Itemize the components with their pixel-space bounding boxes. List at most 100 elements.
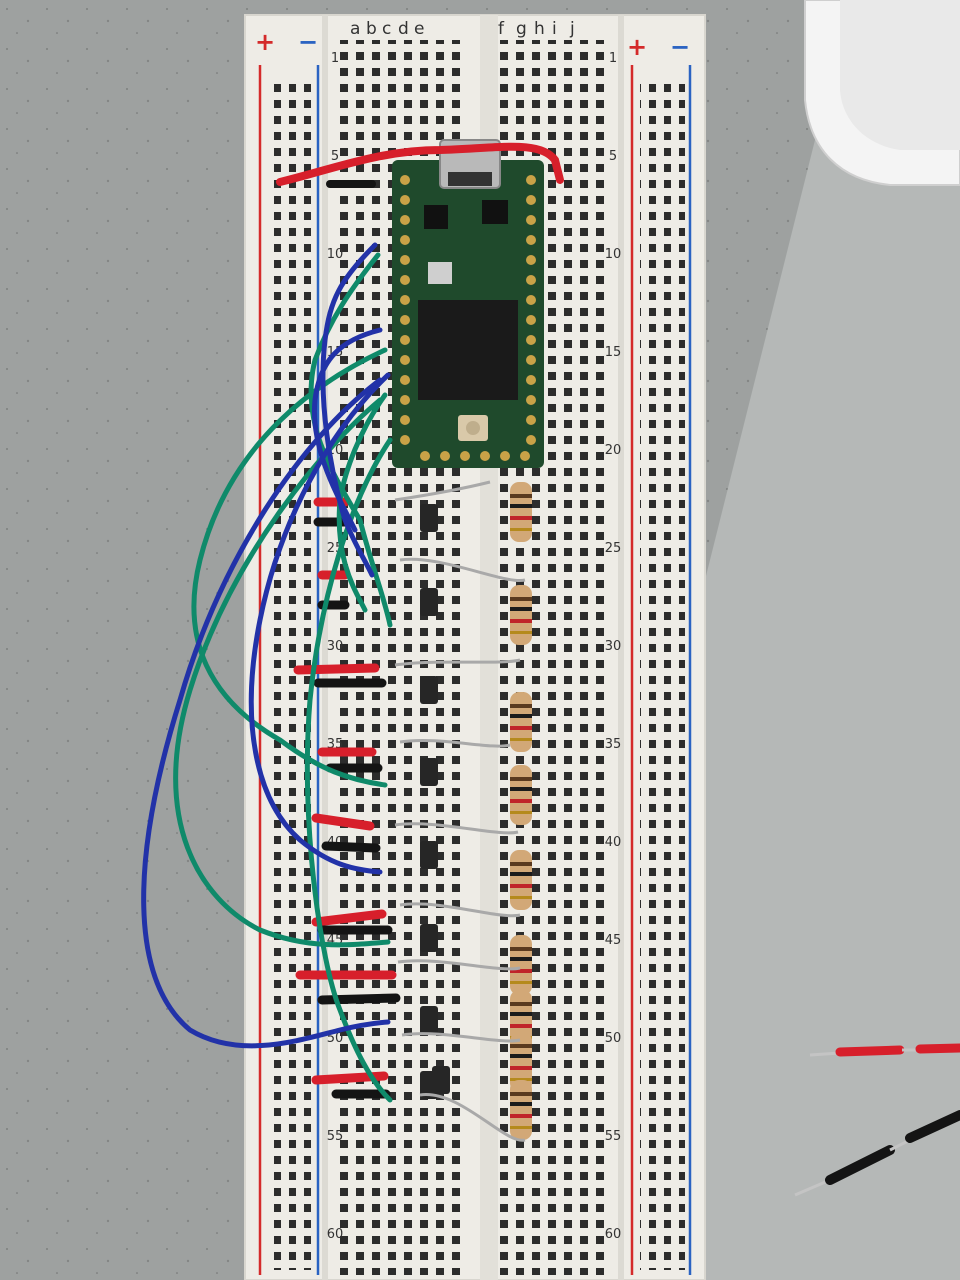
pin-header: [526, 395, 536, 405]
red-jumper-wire: [311, 813, 375, 831]
column-letter: a: [350, 19, 360, 39]
row-number: 55: [605, 1129, 622, 1144]
left-rail-plus: +: [255, 28, 275, 56]
component-lead: [419, 1093, 526, 1142]
pin-header: [500, 451, 510, 461]
transistor: [420, 676, 438, 704]
pin-header: [526, 415, 536, 425]
pin-header: [526, 295, 536, 305]
row-number: 30: [605, 639, 622, 654]
transistor: [420, 924, 438, 952]
component-lead: [399, 738, 511, 748]
right-rail-minus: −: [670, 33, 690, 61]
loose-wires-on-table: [794, 1043, 960, 1197]
transistor: [420, 1006, 438, 1034]
pin-header: [440, 451, 450, 461]
pin-header: [420, 451, 430, 461]
transistor: [420, 758, 438, 786]
pin-header: [526, 315, 536, 325]
pin-header: [526, 435, 536, 445]
pin-header: [400, 375, 410, 385]
row-number: 10: [327, 247, 344, 262]
row-number: 60: [605, 1227, 622, 1242]
row-number: 20: [605, 443, 622, 458]
pin-header: [526, 335, 536, 345]
black-jumper-wire: [317, 993, 401, 1005]
row-number: 15: [605, 345, 622, 360]
row-number: 60: [327, 1227, 344, 1242]
row-number: 1: [331, 51, 339, 66]
column-letter: g: [516, 19, 527, 39]
right-panel: [700, 110, 960, 1280]
component-lead: [394, 822, 519, 835]
row-number: 55: [327, 1129, 344, 1144]
pin-header: [400, 235, 410, 245]
column-letter: b: [366, 19, 377, 39]
transistor: [420, 504, 438, 532]
row-number: 35: [605, 737, 622, 752]
row-number: 25: [605, 541, 622, 556]
pin-header: [400, 335, 410, 345]
blue-wires: [141, 242, 391, 1049]
component-lead: [397, 959, 521, 971]
pin-header: [526, 195, 536, 205]
pin-header: [400, 355, 410, 365]
transistor: [420, 841, 438, 869]
resistor: [510, 692, 532, 752]
column-letter: h: [534, 19, 545, 39]
pin-header: [526, 355, 536, 365]
red-jumper-wire: [293, 663, 380, 675]
component-lead: [399, 902, 521, 918]
column-letter: j: [569, 19, 575, 39]
microcontroller-board: [392, 139, 544, 468]
red-jumper-wire: [311, 909, 387, 927]
pin-header: [400, 215, 410, 225]
pin-header: [526, 275, 536, 285]
pin-header: [400, 295, 410, 305]
left-rail-minus: −: [298, 28, 318, 56]
pin-header: [526, 215, 536, 225]
pin-header: [400, 315, 410, 325]
resistor: [510, 1080, 532, 1140]
red-power-jumper: [276, 142, 564, 186]
resistor: [510, 765, 532, 825]
pin-header: [526, 255, 536, 265]
row-number: 40: [605, 835, 622, 850]
left-power-rail-holes: [268, 80, 313, 1270]
component-lead: [401, 1032, 521, 1043]
pin-header: [526, 235, 536, 245]
resistor: [510, 1032, 532, 1092]
column-letter: c: [382, 19, 391, 39]
pin-header: [526, 375, 536, 385]
component-lead: [394, 658, 521, 667]
resistor: [510, 935, 532, 995]
processor-chip: [418, 300, 518, 400]
column-letter: d: [398, 19, 409, 39]
pin-header: [400, 415, 410, 425]
row-number: 1: [609, 51, 617, 66]
column-letter: i: [552, 19, 557, 39]
component-lead: [394, 480, 491, 502]
right-power-rail-holes: [640, 80, 685, 1270]
pin-header: [400, 255, 410, 265]
pin-header: [400, 395, 410, 405]
green-wires: [173, 252, 393, 1103]
pin-header: [400, 195, 410, 205]
pin-header: [400, 435, 410, 445]
pin-header: [400, 275, 410, 285]
resistor: [510, 850, 532, 910]
pin-header: [480, 451, 490, 461]
row-number: 10: [605, 247, 622, 262]
row-number: 30: [327, 639, 344, 654]
resistor: [510, 585, 532, 645]
column-letter: f: [498, 19, 505, 39]
row-number: 5: [609, 149, 617, 164]
pin-header: [400, 175, 410, 185]
pin-header: [460, 451, 470, 461]
row-number: 45: [605, 933, 622, 948]
black-jumper-wire: [321, 841, 381, 853]
